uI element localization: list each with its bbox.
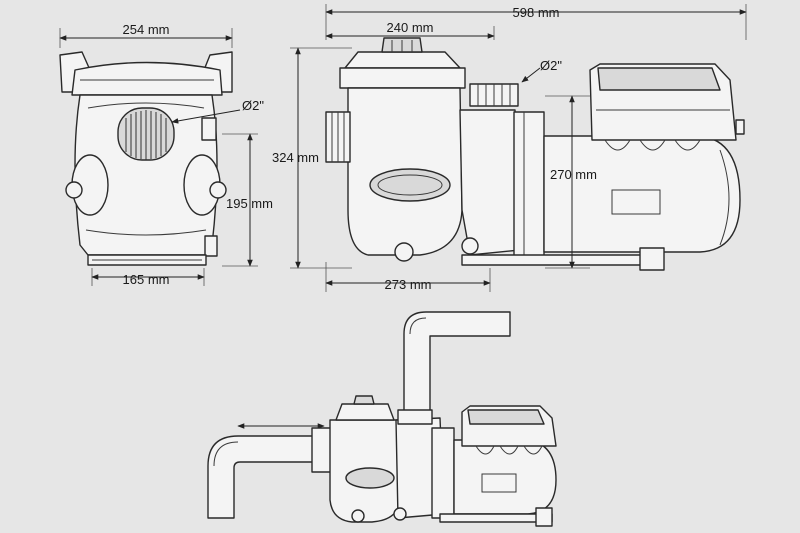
front-height-label: 195 mm — [226, 196, 273, 211]
side-pump-length-label: 240 mm — [387, 20, 434, 35]
front-view — [59, 51, 233, 266]
inlet-grill-lines — [125, 110, 167, 160]
front-dimensions: 254 mm 165 mm 195 mm Ø2" — [59, 22, 273, 287]
side-total-length-label: 598 mm — [513, 5, 560, 20]
side-height-label: 324 mm — [272, 150, 319, 165]
assembly-view — [207, 311, 557, 527]
front-width-label: 254 mm — [123, 22, 170, 37]
side-base-length-label: 273 mm — [385, 277, 432, 292]
side-dimensions: 598 mm 240 mm 273 mm 324 mm 270 mm Ø2" — [272, 4, 747, 292]
side-port-label: Ø2" — [540, 58, 562, 73]
side-outlet-height-label: 270 mm — [550, 167, 597, 182]
front-base-label: 165 mm — [123, 272, 170, 287]
side-view — [325, 37, 745, 271]
front-port-label: Ø2" — [242, 98, 264, 113]
